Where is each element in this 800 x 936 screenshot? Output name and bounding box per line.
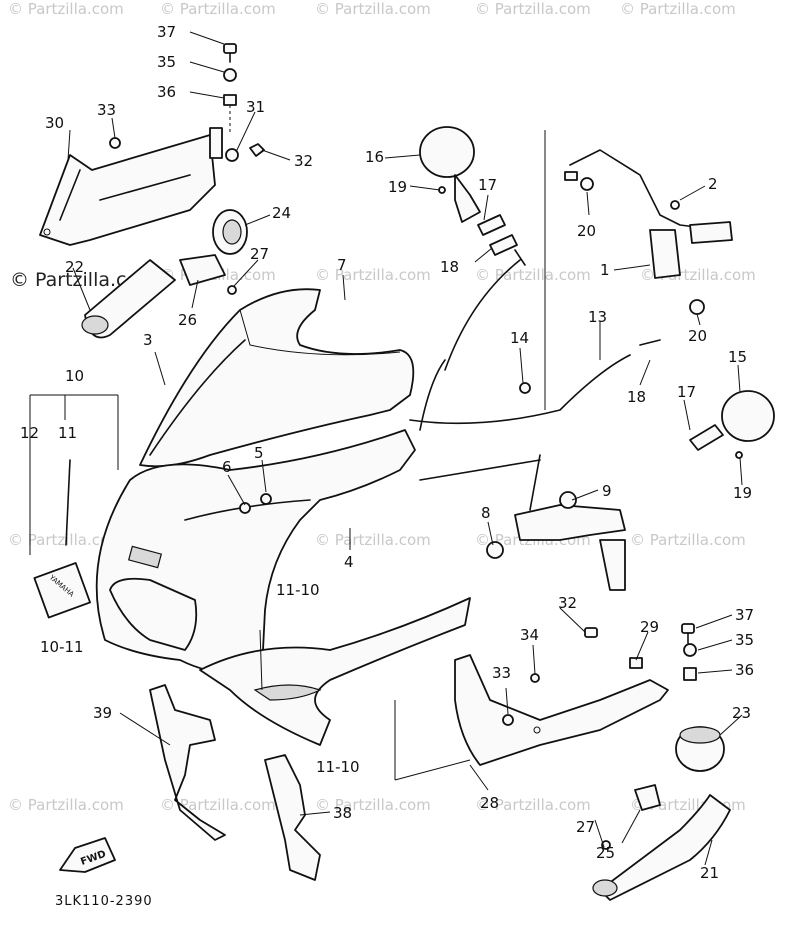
side-cover-left (39, 127, 265, 246)
callout-27: 27 (576, 818, 595, 836)
leader-lines (29, 31, 743, 866)
watermark: © Partzilla.com (620, 0, 736, 18)
callout-10-11: 10-11 (40, 638, 84, 656)
upper-bracket-right (564, 149, 733, 315)
callout-10: 10 (65, 367, 84, 385)
callout-11: 11 (58, 424, 77, 442)
callout-31: 31 (246, 98, 265, 116)
callout-23: 23 (732, 704, 751, 722)
callout-17: 17 (478, 176, 497, 194)
watermark: © Partzilla.com (160, 796, 276, 814)
callout-33: 33 (97, 101, 116, 119)
callout-4: 4 (344, 553, 354, 571)
callout-17: 17 (677, 383, 696, 401)
callout-38: 38 (333, 804, 352, 822)
inner-panel-right (264, 754, 321, 881)
callout-32: 32 (294, 152, 313, 170)
callout-29: 29 (640, 618, 659, 636)
fastener-stack-top (223, 43, 237, 135)
callout-33: 33 (492, 664, 511, 682)
watermark: © Partzilla.com (630, 531, 746, 549)
callout-labels: 37 35 36 31 33 30 32 24 22 27 26 16 19 1… (20, 23, 754, 882)
mirror-right (689, 390, 775, 459)
callout-13: 13 (588, 308, 607, 326)
callout-18: 18 (627, 388, 646, 406)
callout-19: 19 (388, 178, 407, 196)
callout-5: 5 (254, 444, 264, 462)
callout-8: 8 (481, 504, 491, 522)
watermark: © Partzilla.com (315, 266, 431, 284)
forward-arrow: FWD (59, 837, 116, 873)
callout-2: 2 (708, 175, 718, 193)
callout-32: 32 (558, 594, 577, 612)
air-duct-right (592, 784, 731, 901)
watermark: © Partzilla.com (160, 0, 276, 18)
watermark: © Partzilla.com (8, 0, 124, 18)
callout-6: 6 (222, 458, 232, 476)
watermark: © Partzilla.com (315, 0, 431, 18)
callout-37: 37 (735, 606, 754, 624)
callout-30: 30 (45, 114, 64, 132)
callout-19: 19 (733, 484, 752, 502)
callout-22: 22 (65, 258, 84, 276)
watermark: © Partzilla.com (475, 266, 591, 284)
callout-20: 20 (688, 327, 707, 345)
callout-3: 3 (143, 331, 153, 349)
callout-37: 37 (157, 23, 176, 41)
callout-21: 21 (700, 864, 719, 882)
callout-7: 7 (337, 256, 347, 274)
windshield (139, 288, 415, 468)
watermark: © Partzilla.com (315, 796, 431, 814)
callout-34: 34 (520, 626, 539, 644)
callout-26: 26 (178, 311, 197, 329)
watermark: © Partzilla.com (475, 0, 591, 18)
callout-20: 20 (577, 222, 596, 240)
callout-15: 15 (728, 348, 747, 366)
callout-36: 36 (157, 83, 176, 101)
callout-14: 14 (510, 329, 529, 347)
callout-18: 18 (440, 258, 459, 276)
callout-16: 16 (365, 148, 384, 166)
callout-24: 24 (272, 204, 291, 222)
mirror-left (419, 126, 518, 256)
callout-12: 12 (20, 424, 39, 442)
watermark: © Partzilla.com (315, 531, 431, 549)
cowl-stay (409, 249, 661, 591)
horn-and-bracket (179, 209, 248, 295)
lower-cowling-left (199, 597, 471, 746)
callout-9: 9 (602, 482, 612, 500)
callout-36: 36 (735, 661, 754, 679)
callout-39: 39 (93, 704, 112, 722)
callout-35: 35 (735, 631, 754, 649)
callout-35: 35 (157, 53, 176, 71)
callout-27: 27 (250, 245, 269, 263)
fastener-stack-right (530, 623, 697, 683)
upper-cowling: YAMAHA (33, 429, 416, 675)
callout-25: 25 (596, 844, 615, 862)
rubber-grommet (675, 726, 725, 772)
diagram-code: 3LK110-2390 (55, 894, 153, 909)
air-duct-left (81, 259, 176, 339)
inner-panel-left (149, 684, 226, 841)
lower-cowling-right (454, 654, 669, 766)
watermark: © Partzilla.com (8, 796, 124, 814)
callout-1: 1 (600, 261, 610, 279)
callout-28: 28 (480, 794, 499, 812)
watermark: © Partzilla.com (475, 796, 591, 814)
callout-11-10: 11-10 (316, 758, 360, 776)
callout-11-10: 11-10 (276, 581, 320, 599)
